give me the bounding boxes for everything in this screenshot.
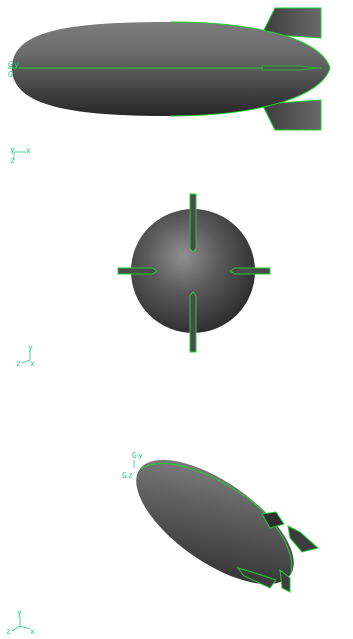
pivot-label-b: y — [14, 60, 19, 69]
fin-down — [189, 291, 197, 353]
airship-front-disc — [131, 209, 255, 333]
tail-fin-iso-top — [261, 511, 285, 529]
fin-up — [189, 193, 197, 253]
front-view-canvas: y z x — [16, 193, 271, 368]
axis-triad-top: y x z — [10, 145, 31, 165]
axis-label-z: z — [16, 359, 21, 368]
axis-label-x: x — [30, 627, 35, 636]
fin-right — [229, 267, 271, 275]
pivot-label-c: G — [8, 70, 13, 79]
axis-triad-iso: y z x — [6, 608, 35, 636]
pivot-label-a: G — [8, 60, 13, 69]
airship-hull — [12, 22, 330, 116]
hull-outline — [169, 21, 331, 117]
axis-label-y: y — [28, 343, 33, 352]
pivot-label-b: y — [138, 451, 143, 460]
top-view-canvas: G y G y x z — [8, 7, 331, 165]
tail-fin-iso-right — [287, 525, 320, 553]
hull-outline-iso — [139, 462, 293, 575]
axis-label-x: x — [26, 146, 31, 155]
axis-label-z: z — [10, 156, 15, 165]
fin-left — [117, 267, 158, 275]
pivot-marker-iso: G y G z — [122, 451, 143, 480]
tail-fin-iso-left — [236, 567, 277, 589]
pivot-label-d: z — [128, 471, 133, 480]
perspective-viewport[interactable]: G y G z y z x — [0, 420, 353, 639]
perspective-view-canvas: G y G z y z x — [6, 451, 320, 636]
tail-fin-top — [261, 7, 322, 39]
axis-label-z: z — [6, 627, 11, 636]
axis-label-y: y — [17, 608, 22, 617]
pivot-label-a: G — [132, 451, 137, 460]
axis-triad-front: y z x — [16, 343, 35, 368]
axis-label-y: y — [10, 145, 15, 154]
top-viewport[interactable]: G y G y x z — [0, 0, 353, 180]
front-viewport[interactable]: y z x — [0, 180, 353, 380]
axis-label-x: x — [30, 359, 35, 368]
pivot-label-c: G — [122, 471, 127, 480]
tail-fin-iso-bottom — [279, 568, 291, 593]
tail-fin-bottom — [261, 99, 322, 131]
rudder-marker — [261, 65, 319, 71]
airship-hull-iso — [136, 459, 294, 585]
